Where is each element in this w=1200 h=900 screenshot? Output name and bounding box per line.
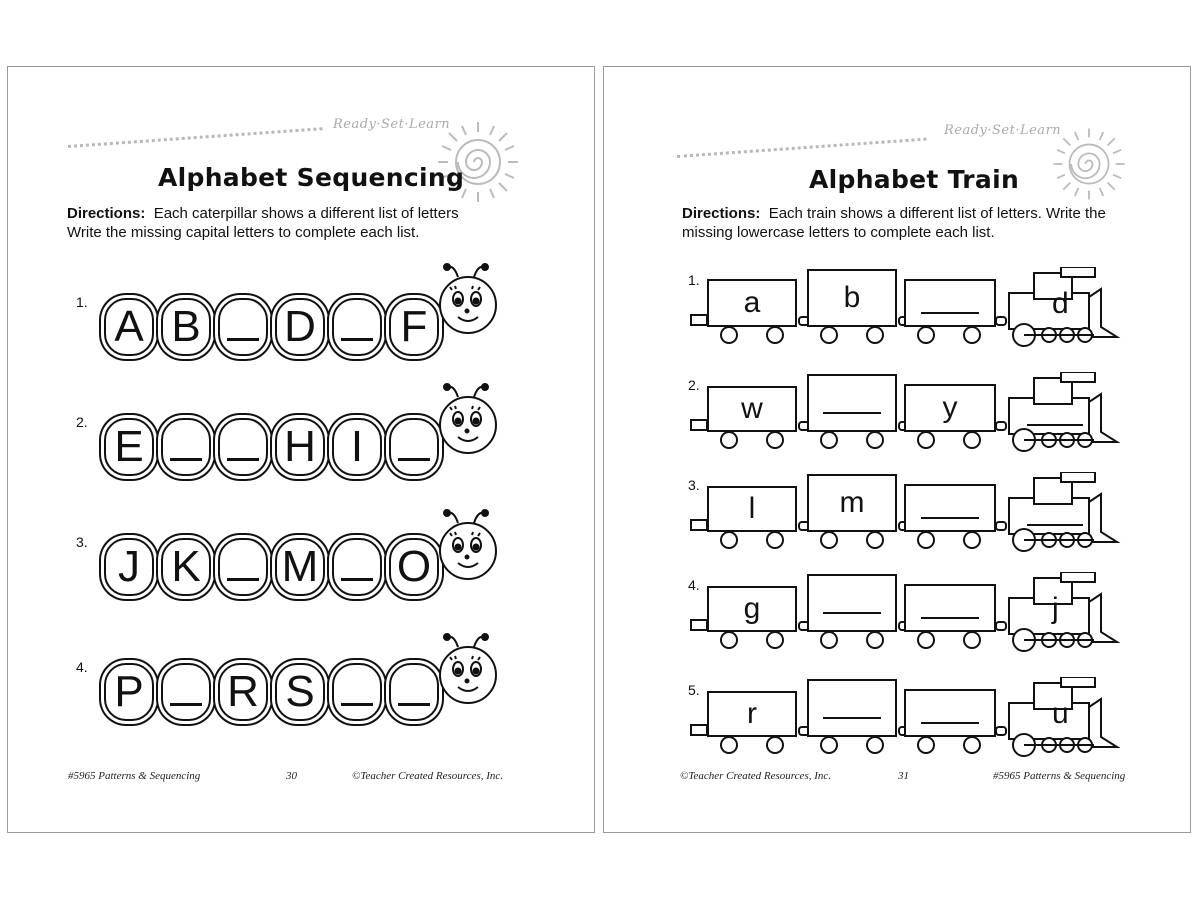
sun-icon: [438, 122, 518, 202]
directions-line-2: missing lowercase letters to complete ea…: [682, 224, 995, 241]
row-number: 4.: [76, 659, 88, 675]
train-wheels: [690, 472, 1121, 552]
directions-label: Directions:: [682, 205, 761, 222]
row-number: 5.: [688, 682, 700, 698]
footer-right: ©Teacher Created Resources, Inc.: [352, 770, 504, 782]
footer-page-number: 31: [898, 770, 909, 782]
letter-segment: B: [161, 298, 211, 356]
letter-segment: F: [389, 298, 439, 356]
brand-label: Ready·Set·Learn: [333, 117, 451, 132]
directions-line-1: Each caterpillar shows a different list …: [153, 205, 459, 222]
caterpillar-face-icon: [439, 383, 497, 454]
train-wheels: [690, 677, 1121, 757]
blank-letter-segment[interactable]: [161, 663, 211, 721]
footer-left: #5965 Patterns & Sequencing: [68, 770, 201, 782]
row-number: 3.: [688, 477, 700, 493]
footer-page-number: 30: [286, 770, 297, 782]
blank-letter-segment[interactable]: [218, 298, 268, 356]
train-car: w: [707, 386, 797, 432]
brand-label: Ready·Set·Learn: [944, 123, 1062, 138]
blank-letter-segment[interactable]: [389, 663, 439, 721]
directions-line-2: Write the missing capital letters to com…: [67, 224, 420, 241]
row-number: 1.: [76, 294, 88, 310]
caterpillar-face-icon: [439, 633, 497, 704]
blank-train-car[interactable]: [904, 584, 996, 632]
sun-icon: [1053, 128, 1125, 200]
caterpillar-face-icon: [439, 263, 497, 334]
row-number: 3.: [76, 534, 88, 550]
blank-train-car[interactable]: [807, 679, 897, 737]
blank-letter-segment[interactable]: [161, 418, 211, 476]
train-car: g: [707, 586, 797, 632]
directions: Directions: Each caterpillar shows a dif…: [67, 204, 459, 242]
train-wheels: [690, 572, 1121, 652]
letter-segment: M: [275, 538, 325, 596]
directions-label: Directions:: [67, 205, 146, 222]
blank-train-car[interactable]: [904, 279, 996, 327]
blank-train-car[interactable]: [904, 484, 996, 532]
blank-letter-segment[interactable]: [332, 663, 382, 721]
left-page: Ready·Set·Learn Alphabet Sequencing Dire…: [7, 66, 595, 833]
book-spine: [596, 66, 603, 833]
dotted-rule: [67, 127, 323, 148]
letter-segment: K: [161, 538, 211, 596]
letter-segment: I: [332, 418, 382, 476]
letter-segment: P: [104, 663, 154, 721]
train-car: r: [707, 691, 797, 737]
letter-segment: H: [275, 418, 325, 476]
row-number: 2.: [76, 414, 88, 430]
engine-letter: d: [1052, 287, 1069, 320]
blank-letter-segment[interactable]: [218, 418, 268, 476]
blank-train-car[interactable]: [807, 374, 897, 432]
dotted-rule: [676, 137, 927, 158]
blank-train-car[interactable]: [807, 574, 897, 632]
train-wheels: [690, 267, 1121, 347]
train-car: y: [904, 384, 996, 432]
page-title: Alphabet Sequencing: [158, 163, 465, 192]
letter-segment: D: [275, 298, 325, 356]
train-car: a: [707, 279, 797, 327]
letter-segment: J: [104, 538, 154, 596]
letter-segment: R: [218, 663, 268, 721]
train-car: b: [807, 269, 897, 327]
footer-left: ©Teacher Created Resources, Inc.: [680, 770, 832, 782]
engine-letter: u: [1052, 697, 1069, 730]
footer-right: #5965 Patterns & Sequencing: [993, 770, 1126, 782]
blank-train-car[interactable]: [904, 689, 996, 737]
train-car: l: [707, 486, 797, 532]
engine-letter: j: [1052, 592, 1059, 625]
directions: Directions: Each train shows a different…: [682, 204, 1106, 242]
engine-blank[interactable]: [1027, 524, 1083, 526]
train-wheels: [690, 372, 1121, 452]
row-number: 4.: [688, 577, 700, 593]
letter-segment: E: [104, 418, 154, 476]
page-title: Alphabet Train: [809, 165, 1020, 194]
blank-letter-segment[interactable]: [332, 298, 382, 356]
letter-segment: O: [389, 538, 439, 596]
row-number: 2.: [688, 377, 700, 393]
caterpillar-face-icon: [439, 509, 497, 580]
letter-segment: S: [275, 663, 325, 721]
train-car: m: [807, 474, 897, 532]
letter-segment: A: [104, 298, 154, 356]
directions-line-1: Each train shows a different list of let…: [768, 205, 1106, 222]
row-number: 1.: [688, 272, 700, 288]
blank-letter-segment[interactable]: [332, 538, 382, 596]
blank-letter-segment[interactable]: [218, 538, 268, 596]
blank-letter-segment[interactable]: [389, 418, 439, 476]
right-page: Ready·Set·Learn Alphabet Train Direction…: [603, 66, 1191, 833]
engine-blank[interactable]: [1027, 424, 1083, 426]
